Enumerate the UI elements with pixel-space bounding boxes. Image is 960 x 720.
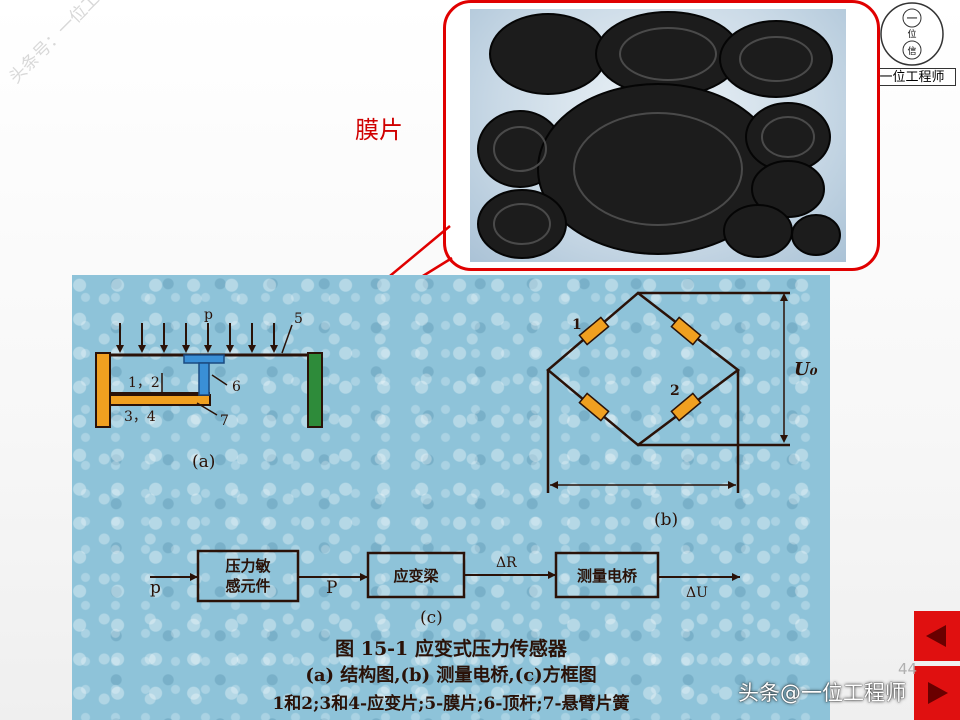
block-output: ΔU xyxy=(686,585,708,601)
structure-part-12: 1，2 xyxy=(128,375,160,391)
logo-glyph: 信 xyxy=(907,45,916,57)
previous-slide-button[interactable] xyxy=(914,611,960,661)
next-slide-button[interactable] xyxy=(914,666,960,720)
bridge-sublabel: (b) xyxy=(654,510,678,530)
logo-name: 一位工程师 xyxy=(868,68,956,86)
logo-glyph: 位 xyxy=(907,28,916,40)
bridge-gauge-2: 2 xyxy=(670,383,680,399)
triangle-right-icon xyxy=(928,682,948,704)
bridge-gauges xyxy=(578,316,702,422)
logo-emblem: 一 位 信 xyxy=(880,2,944,66)
structure-part-34: 3，4 xyxy=(124,409,156,425)
block-sublabel: (c) xyxy=(420,608,443,628)
caption-title: 图 15-1 应变式压力传感器 xyxy=(335,638,567,660)
block-box2: 应变梁 xyxy=(393,567,439,585)
diagram-panel: p 5 6 7 1，2 3，4 (a) 1 2 U₀ (b xyxy=(72,275,830,720)
bridge-diagram xyxy=(546,291,790,493)
page-number: 44 xyxy=(898,660,918,678)
bridge-output: U₀ xyxy=(794,359,818,380)
block-box3: 测量电桥 xyxy=(577,567,638,585)
watermark-diagonal: 头条号：一位工程师 xyxy=(5,0,128,88)
callout-label: 膜片 xyxy=(355,116,403,144)
brand-watermark: 头条@一位工程师 xyxy=(738,681,906,705)
structure-part-7: 7 xyxy=(220,413,229,429)
diagram-svg: p 5 6 7 1，2 3，4 (a) 1 2 U₀ (b xyxy=(95,291,818,628)
caption-legend: 1和2;3和4-应变片;5-膜片;6-顶杆;7-悬臂片簧 xyxy=(272,694,630,714)
logo-glyph: 一 xyxy=(907,12,918,25)
block-mid1: P xyxy=(326,578,337,598)
bridge-gauge-1: 1 xyxy=(572,317,582,333)
caption-subtitle: (a) 结构图,(b) 测量电桥,(c)方框图 xyxy=(305,665,597,686)
structure-part-6: 6 xyxy=(232,379,241,395)
block-arrowheads xyxy=(190,571,740,581)
structure-part-5: 5 xyxy=(294,311,303,327)
block-mid2: ΔR xyxy=(496,555,517,571)
diaphragm-photo xyxy=(470,9,846,262)
structure-force-label: p xyxy=(204,307,213,323)
structure-sublabel: (a) xyxy=(192,452,215,472)
structure-diagram xyxy=(95,323,323,428)
block-box1-line2: 感元件 xyxy=(225,577,270,595)
block-box1-line1: 压力敏 xyxy=(225,557,271,575)
block-input: p xyxy=(150,578,161,598)
triangle-left-icon xyxy=(926,625,946,647)
